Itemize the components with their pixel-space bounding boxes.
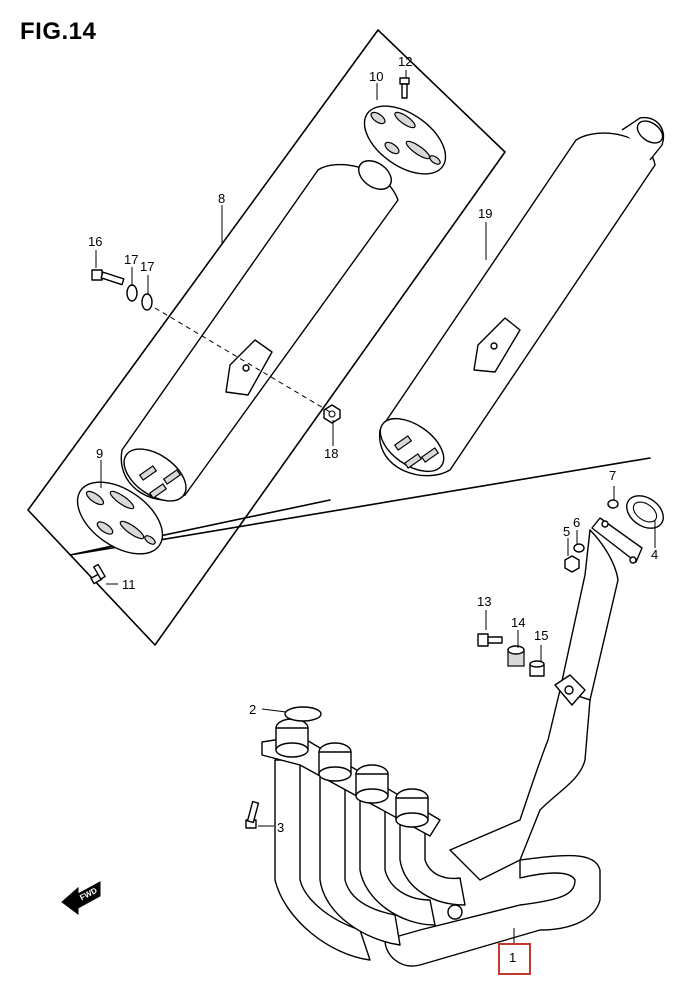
callout-4: 4	[651, 547, 658, 562]
callout-14: 14	[511, 615, 525, 630]
callout-17-b: 17	[140, 259, 154, 274]
washer-part-6	[573, 543, 585, 553]
bushing-part-14	[507, 645, 525, 667]
nut-part-5	[564, 555, 580, 573]
washer-part-17b	[141, 293, 153, 311]
callout-19: 19	[478, 206, 492, 221]
gasket-part-4	[626, 495, 664, 529]
callout-13: 13	[477, 594, 491, 609]
callout-2: 2	[249, 702, 256, 717]
callout-8: 8	[218, 191, 225, 206]
bolt-part-16	[91, 269, 125, 286]
callout-17-a: 17	[124, 252, 138, 267]
exhaust-header-part-1	[261, 517, 643, 967]
gasket-part-2	[284, 706, 322, 722]
callout-9: 9	[96, 446, 103, 461]
callout-10: 10	[369, 69, 383, 84]
bolt-part-12	[399, 77, 410, 99]
callout-1: 1	[509, 950, 516, 965]
front-cover-part-9	[76, 481, 164, 555]
forward-direction-arrow: FWD	[61, 881, 101, 915]
highlight-box-part-1	[498, 943, 531, 975]
nut-part-18	[323, 404, 341, 424]
callout-16: 16	[88, 234, 102, 249]
figure-title: FIG.14	[20, 18, 97, 45]
callout-11: 11	[122, 577, 136, 592]
bolt-part-11	[90, 563, 106, 585]
right-muffler-part-19	[379, 116, 665, 477]
muffler-group-outline	[27, 29, 506, 646]
washer-part-7	[607, 499, 619, 509]
callout-6: 6	[573, 515, 580, 530]
callout-5: 5	[563, 524, 570, 539]
callout-3: 3	[277, 820, 284, 835]
stud-part-3	[245, 800, 260, 829]
left-muffler-part-8	[120, 160, 399, 502]
fastener-alignment-line	[154, 307, 331, 413]
leader-lines	[95, 70, 656, 944]
callout-18: 18	[324, 446, 338, 461]
callout-7: 7	[609, 468, 616, 483]
washer-part-17a	[126, 284, 138, 302]
callout-12: 12	[398, 54, 412, 69]
collar-part-15	[529, 660, 545, 677]
callout-15: 15	[534, 628, 548, 643]
rear-cover-part-10	[363, 105, 447, 175]
bolt-part-13	[477, 633, 503, 647]
